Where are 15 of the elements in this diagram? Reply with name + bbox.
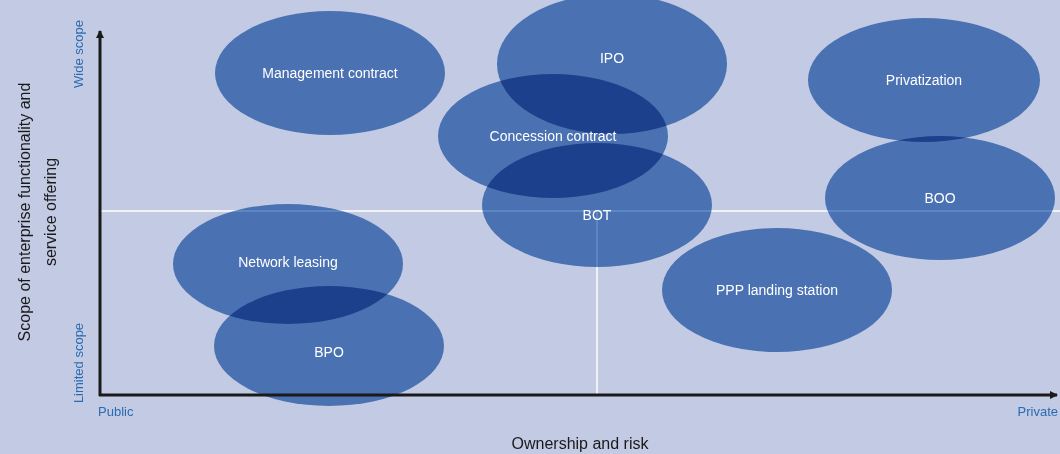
axis-title: Ownership and risk <box>511 434 649 454</box>
axis-end-label: Limited scope <box>70 322 88 404</box>
ellipse-label: BOT <box>582 206 612 225</box>
ellipse-label: IPO <box>599 49 625 68</box>
ellipse-label: BPO <box>314 343 344 362</box>
ellipse-label: Concession contract <box>489 127 617 146</box>
ellipse-label: Network leasing <box>238 253 338 272</box>
ellipse-label: PPP landing station <box>716 281 838 300</box>
axis-end-label: Private <box>1017 403 1058 421</box>
ellipse-label: BOO <box>924 189 956 208</box>
axis-title: Scope of enterprise functionality and service offering <box>15 81 60 344</box>
ellipse-label: Management contract <box>262 64 398 83</box>
ellipse-label: Privatization <box>885 71 963 90</box>
axis-end-label: Wide scope <box>70 20 88 88</box>
axis-end-label: Public <box>98 403 134 421</box>
